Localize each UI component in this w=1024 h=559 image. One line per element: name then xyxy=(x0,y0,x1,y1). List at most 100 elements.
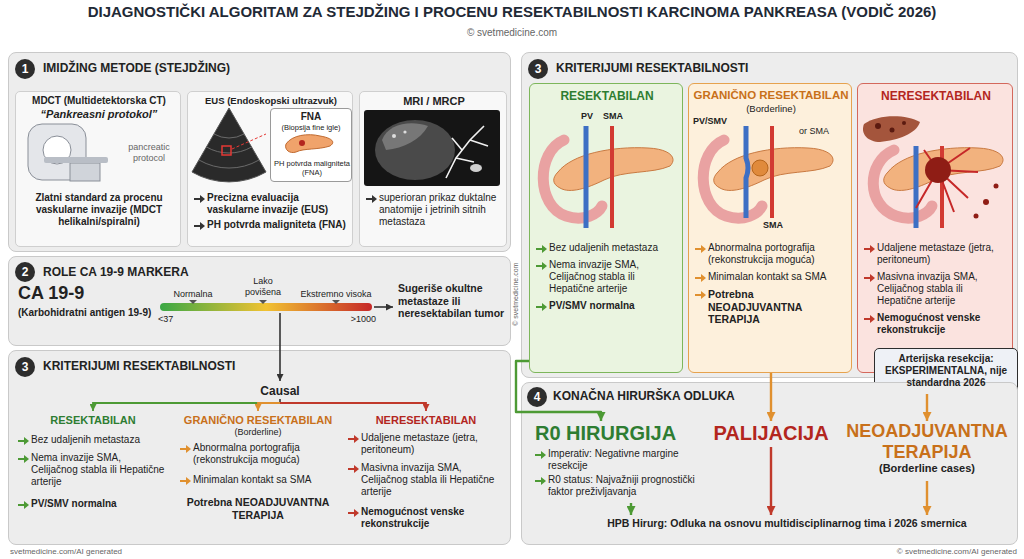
text-label: GRANIČNO RESEKTABILAN xyxy=(178,414,338,427)
node-text: GRANIČNO RESEKTABILAN xyxy=(689,89,853,103)
text-flow: NEOADJUVANTNA TERAPIJA(Borderline cases) xyxy=(839,421,1015,476)
node-text: PV/SMV normalna xyxy=(536,300,676,312)
label-holder: PV/SMV normalna xyxy=(18,498,168,510)
text-flow: 3 xyxy=(15,357,35,377)
label-holder: Bez udaljenih metastaza xyxy=(18,434,168,446)
label-holder: Masivna invazija SMA, Celijačnog stabla … xyxy=(348,462,506,498)
node-text: KRITERIJUMI RESEKTABILNOSTI xyxy=(43,359,343,373)
label-holder: Ekstremno visoka xyxy=(296,289,376,300)
text-flow: 3 xyxy=(528,59,548,79)
step-number: 3 xyxy=(15,357,35,377)
label-holder: or SMA xyxy=(798,126,834,137)
text-flow: 4 xyxy=(527,387,547,407)
node-text: R0 HIRURGIJA xyxy=(535,421,701,445)
node-text: (Biopsija fine igle) xyxy=(273,123,349,132)
node-text: 3 xyxy=(15,357,35,377)
step-number: 1 xyxy=(15,59,35,79)
text-label: (Borderline) xyxy=(178,427,338,438)
outcome-box: NEOADJUVANTNA TERAPIJA(Borderline cases) xyxy=(839,421,1015,481)
text-holder: KRITERIJUMI RESEKTABILNOSTI xyxy=(43,359,343,373)
node-text: Zlatni standard za procenu vaskularne in… xyxy=(20,192,178,228)
label-holder: >1000 xyxy=(342,314,376,325)
text-label: Ekstremno visoka xyxy=(296,289,376,300)
label-holder: (Borderline) xyxy=(178,427,338,438)
text-flow: 1 xyxy=(15,59,35,79)
label-holder: Minimalan kontakt sa SMA xyxy=(180,474,336,486)
text-holder: GRANIČNO RESEKTABILAN xyxy=(689,89,853,103)
node-text: MRI / MRCP xyxy=(364,95,504,108)
text-holder: RESEKTABILAN xyxy=(530,89,684,103)
text-label: Nema invazije SMA, Celijačnog stabla ili… xyxy=(18,452,168,488)
text-holder: KONAČNA HIRURŠKA ODLUKA xyxy=(553,389,813,403)
section-panel: KONAČNA HIRURŠKA ODLUKA 4 R0 HIRURGIJA Impe… xyxy=(521,382,1018,545)
node-text: RESEKTABILAN xyxy=(530,89,684,103)
node-text: Nemogućnost venske rekonstrukcije xyxy=(864,312,1006,336)
text-holder: KRITERIJUMI RESEKTABILNOSTI xyxy=(556,61,856,75)
text-label: Bez udaljenih metastaza xyxy=(18,434,168,446)
label-holder: SMA xyxy=(601,111,625,122)
text-label: SMA xyxy=(761,220,785,231)
text-label: SMA xyxy=(601,111,625,122)
text-flow: HPB Hirurg: Odluka na osnovu multidiscip… xyxy=(562,515,1012,530)
label-holder: Lako povišena xyxy=(236,276,290,298)
step-number: 4 xyxy=(527,387,547,407)
node-text: 3 xyxy=(528,59,548,79)
text-label: Causal xyxy=(250,384,310,398)
section-panel: KRITERIJUMI RESEKTABILNOSTI3Bez udaljeni… xyxy=(521,52,1018,378)
label-holder: NERESEKTABILAN xyxy=(346,414,506,427)
imaging-card: MDCT (Multidetektorska CT)“Pankreasni pr… xyxy=(15,91,181,247)
node-text: KRITERIJUMI RESEKTABILNOSTI xyxy=(556,61,856,75)
title-holder: DIJAGNOSTIČKI ALGORITAM ZA STEJDŽING I P… xyxy=(4,3,1020,21)
label-holder: CA 19-9 xyxy=(18,283,158,304)
node-text: FNA xyxy=(273,111,349,123)
text-label: svetmedicine.com/AI generated xyxy=(10,547,210,557)
text-label: Normalna xyxy=(165,289,221,300)
label-holder: Causal xyxy=(250,384,310,398)
text-label: Minimalan kontakt sa SMA xyxy=(180,474,336,486)
label-holder: © svetmedicine.com xyxy=(412,27,612,39)
node-text: Abnormalna portografija (rekonstrukcija … xyxy=(695,242,845,266)
text-label: or SMA xyxy=(798,126,834,137)
text-flow: Udaljene metastaze (jetra, peritoneum)Ma… xyxy=(858,84,1012,340)
outcome-box: R0 HIRURGIJA Imperativ: Negativne margine… xyxy=(531,421,703,503)
text-holder: MRI / MRCP xyxy=(364,95,504,108)
label-holder: (Karbohidratni antigen 19-9) xyxy=(18,307,156,319)
label-holder: svetmedicine.com/AI generated xyxy=(10,547,210,557)
node-text: 4 xyxy=(527,387,547,407)
node-text: ROLE CA 19-9 MARKERA xyxy=(43,265,343,279)
label-holder: GRANIČNO RESEKTABILAN xyxy=(178,414,338,427)
outcome-box: PALIJACIJA xyxy=(708,421,834,447)
note-callout: Arterijska resekcija: EKSPERIMENTALNA, n… xyxy=(874,348,1018,394)
node-text: Nema invazije SMA, Celijačnog stabla ili… xyxy=(536,259,676,295)
unresectable-column: Udaljene metastaze (jetra, peritoneum)Ma… xyxy=(857,83,1013,373)
node-text: (Borderline) xyxy=(689,103,853,114)
node-text: Imperativ: Negativne margine resekcije xyxy=(535,448,701,472)
text-flow: R0 HIRURGIJA Imperativ: Negativne margine… xyxy=(531,421,703,500)
node-text: R0 status: Najvažniji prognostički fakto… xyxy=(535,474,701,498)
diagram-title: DIJAGNOSTIČKI ALGORITAM ZA STEJDŽING I P… xyxy=(4,3,1020,21)
label-holder: Nemogućnost venske rekonstrukcije xyxy=(348,506,506,530)
node-text: Minimalan kontakt sa SMA xyxy=(695,271,845,283)
text-holder: PH potvrda maligniteta (FNA) xyxy=(273,159,351,177)
node-text: KONAČNA HIRURŠKA ODLUKA xyxy=(553,389,813,403)
text-flow: Arterijska resekcija: EKSPERIMENTALNA, n… xyxy=(875,349,1017,393)
text-label: Abnormalna portografija (rekonstrukcija … xyxy=(180,442,336,466)
node-text: HPB Hirurg: Odluka na osnovu multidiscip… xyxy=(562,517,1012,530)
node-text: MDCT (Multidetektorska CT) xyxy=(20,95,178,107)
text-holder: “Pankreasni protokol” xyxy=(20,108,178,121)
node-text: Arterijska resekcija: EKSPERIMENTALNA, n… xyxy=(879,353,1013,389)
imaging-card: Precizna evaluacija vaskularne invazije … xyxy=(187,91,353,247)
text-label: Nemogućnost venske rekonstrukcije xyxy=(348,506,506,530)
imaging-card: superioran prikaz duktalne anatomije i j… xyxy=(359,91,507,247)
label-holder: Abnormalna portografija (rekonstrukcija … xyxy=(180,442,336,466)
label-holder: PV/SMV xyxy=(692,116,732,127)
text-flow: 2 xyxy=(15,262,35,282)
text-label: PV/SMV xyxy=(692,116,732,127)
node-text: Udaljene metastaze (jetra, peritoneum) xyxy=(864,242,1006,266)
text-holder: pancreatic protocol xyxy=(120,142,178,164)
label-holder: Nema invazije SMA, Celijačnog stabla ili… xyxy=(18,452,168,488)
node-text: NEOADJUVANTNA TERAPIJA xyxy=(839,421,1015,462)
text-holder: EUS (Endoskopski ultrazvuk) xyxy=(192,95,350,106)
text-label: NERESEKTABILAN xyxy=(346,414,506,427)
node-text: IMIDŽING METODE (STEJDŽING) xyxy=(43,61,343,75)
